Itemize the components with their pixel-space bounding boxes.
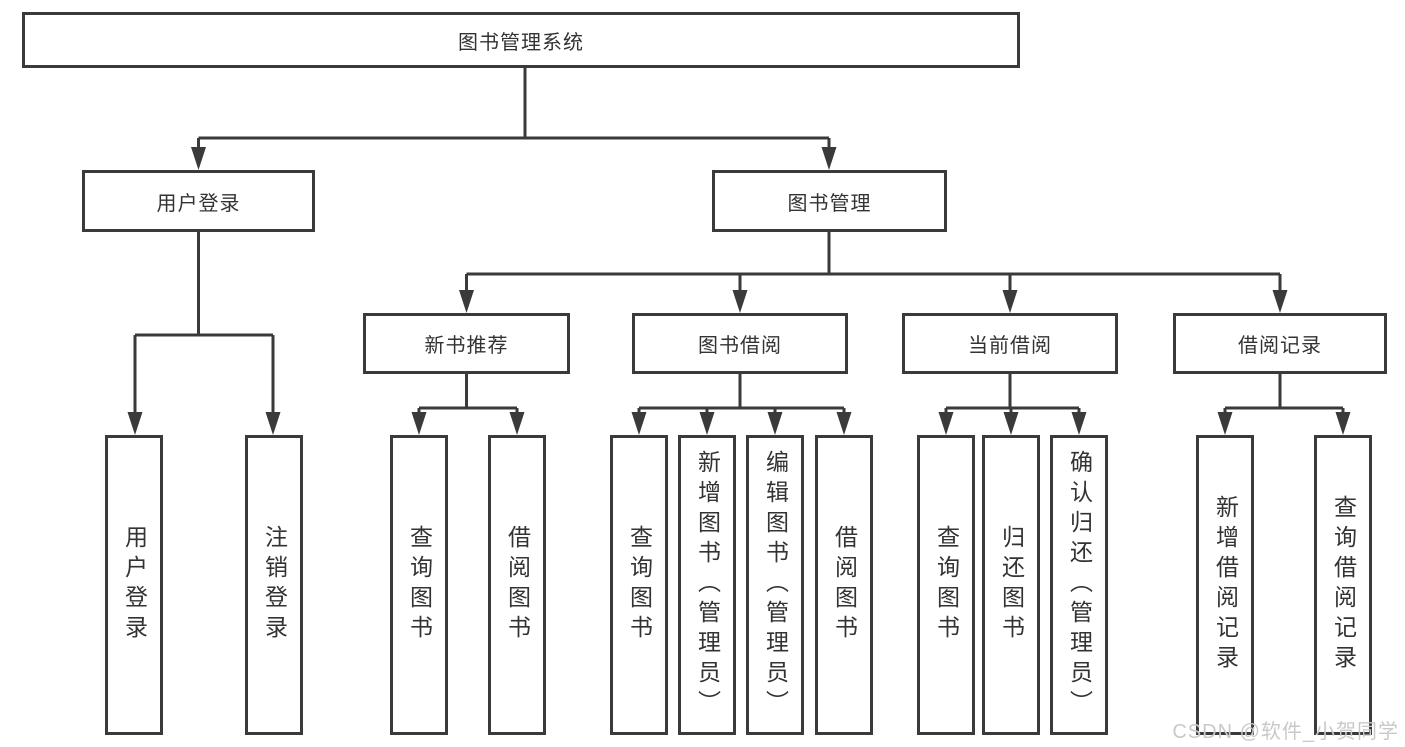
node-label: 归还图书: [998, 525, 1025, 645]
node-label: 新增图书（管理员）: [694, 450, 721, 720]
leaf-confirm-return-admin: 确认归还（管理员）: [1050, 435, 1108, 735]
node-label: 当前借阅: [968, 335, 1052, 357]
node-borrowing-records: 借阅记录: [1173, 313, 1387, 374]
node-user-login: 用户登录: [82, 170, 315, 232]
node-label: 图书管理: [787, 192, 872, 215]
leaf-borrow-books-borrowing: 借阅图书: [815, 435, 873, 735]
node-label: 图书管理系统: [458, 31, 584, 54]
arrowheads: [127, 147, 1351, 435]
node-current-borrowing: 当前借阅: [902, 313, 1118, 374]
leaf-user-login: 用户登录: [105, 435, 163, 735]
node-label: 新书推荐: [424, 335, 509, 357]
node-book-management: 图书管理: [712, 170, 947, 232]
leaf-add-book-admin: 新增图书（管理员）: [678, 435, 736, 735]
node-new-book-recommendation: 新书推荐: [363, 313, 570, 374]
node-label: 用户登录: [121, 525, 148, 645]
node-label: 查询图书: [406, 525, 433, 645]
node-label: 确认归还（管理员）: [1066, 450, 1093, 720]
node-library-management-system: 图书管理系统: [22, 12, 1020, 68]
leaf-query-books-borrowing: 查询图书: [610, 435, 668, 735]
leaf-query-books-current: 查询图书: [917, 435, 975, 735]
node-label: 查询图书: [626, 525, 653, 645]
csdn-watermark: CSDN @软件_小贺同学: [1172, 721, 1399, 743]
node-label: 图书借阅: [698, 335, 782, 357]
node-label: 查询借阅记录: [1330, 495, 1357, 675]
node-label: 用户登录: [156, 192, 241, 215]
leaf-query-books-recommend: 查询图书: [390, 435, 448, 735]
leaf-add-borrow-record: 新增借阅记录: [1196, 435, 1254, 735]
node-label: 编辑图书（管理员）: [762, 450, 789, 720]
node-book-borrowing: 图书借阅: [632, 313, 848, 374]
node-label: 借阅图书: [504, 525, 531, 645]
node-label: 借阅图书: [831, 525, 858, 645]
leaf-borrow-books-recommend: 借阅图书: [488, 435, 546, 735]
node-label: 借阅记录: [1238, 335, 1322, 357]
node-label: 注销登录: [261, 525, 288, 645]
leaf-query-borrow-record: 查询借阅记录: [1314, 435, 1372, 735]
node-label: 查询图书: [933, 525, 960, 645]
leaf-return-books: 归还图书: [982, 435, 1040, 735]
leaf-logout: 注销登录: [245, 435, 303, 735]
leaf-edit-book-admin: 编辑图书（管理员）: [746, 435, 804, 735]
node-label: 新增借阅记录: [1212, 495, 1239, 675]
